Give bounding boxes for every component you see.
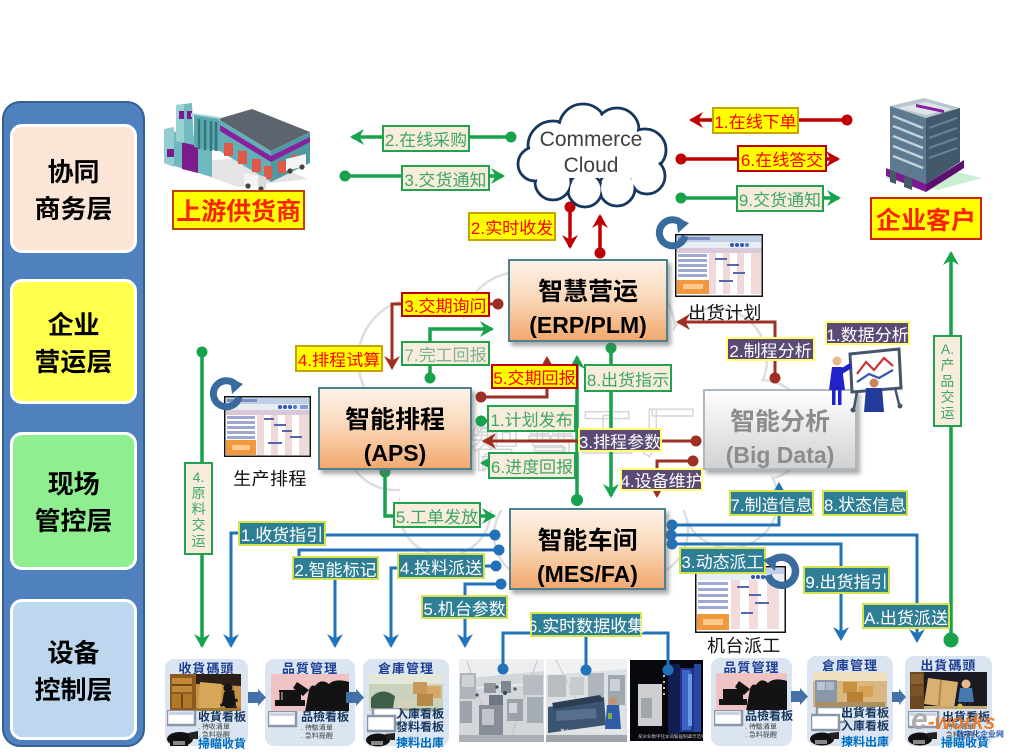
svg-text:Commerce: Commerce [540, 128, 643, 151]
svg-text:某企业数字化车间智能制造示范线: 某企业数字化车间智能制造示范线 [560, 728, 635, 735]
svg-text:Cloud: Cloud [564, 154, 619, 177]
svg-text:某企业数字化车间智能制造示范线: 某企业数字化车间智能制造示范线 [638, 733, 704, 740]
